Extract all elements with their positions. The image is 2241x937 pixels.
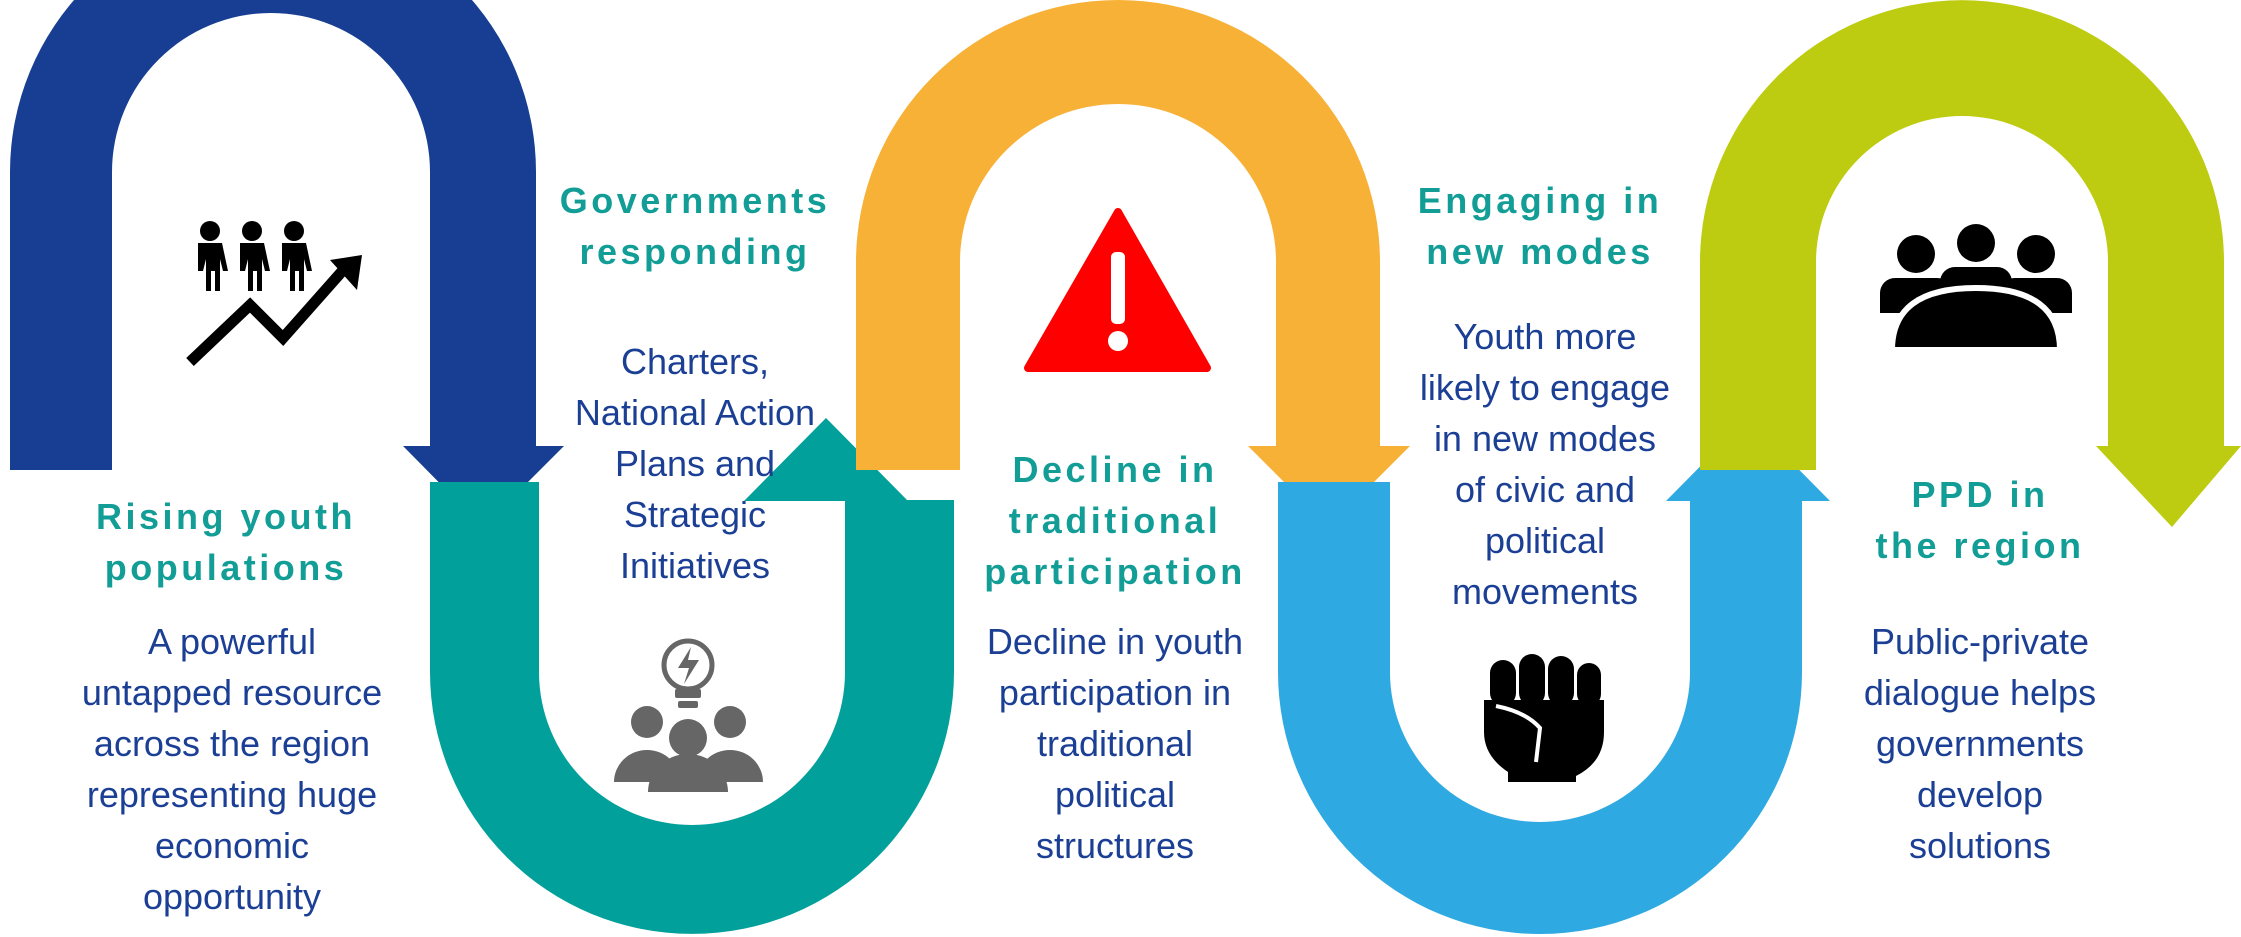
step-4-title: Engaging in new modes: [1417, 180, 1663, 272]
team-idea-icon: [614, 638, 763, 792]
step-5-title: PPD in the region: [1875, 474, 2085, 566]
navy-arch: [10, 0, 536, 470]
step-4-description: Youth more likely to engage in new modes…: [1419, 316, 1671, 612]
step-2-description: Charters, National Action Plans and Stra…: [574, 341, 816, 586]
people-growth-icon: [186, 221, 362, 366]
step-1-description: A powerful untapped resource across the …: [81, 621, 383, 917]
step-5-description: Public-private dialogue helps government…: [1863, 621, 2097, 866]
meeting-table-icon: [1880, 224, 2072, 353]
sky-u-curve: [1278, 482, 1802, 934]
orange-arch: [856, 0, 1380, 470]
raised-fist-icon: [1484, 654, 1604, 782]
step-3-title: Decline in traditional participation: [984, 449, 1246, 592]
teal-arrowhead: [744, 418, 908, 501]
teal-u-curve: [430, 482, 954, 934]
step-2-title: Governments responding: [559, 180, 831, 272]
lime-arch: [1700, 0, 2224, 470]
step-1-title: Rising youth populations: [96, 496, 356, 588]
warning-icon: [1024, 208, 1211, 372]
step-3-description: Decline in youth participation in tradit…: [986, 621, 1244, 866]
lime-arrowhead: [2096, 446, 2241, 527]
